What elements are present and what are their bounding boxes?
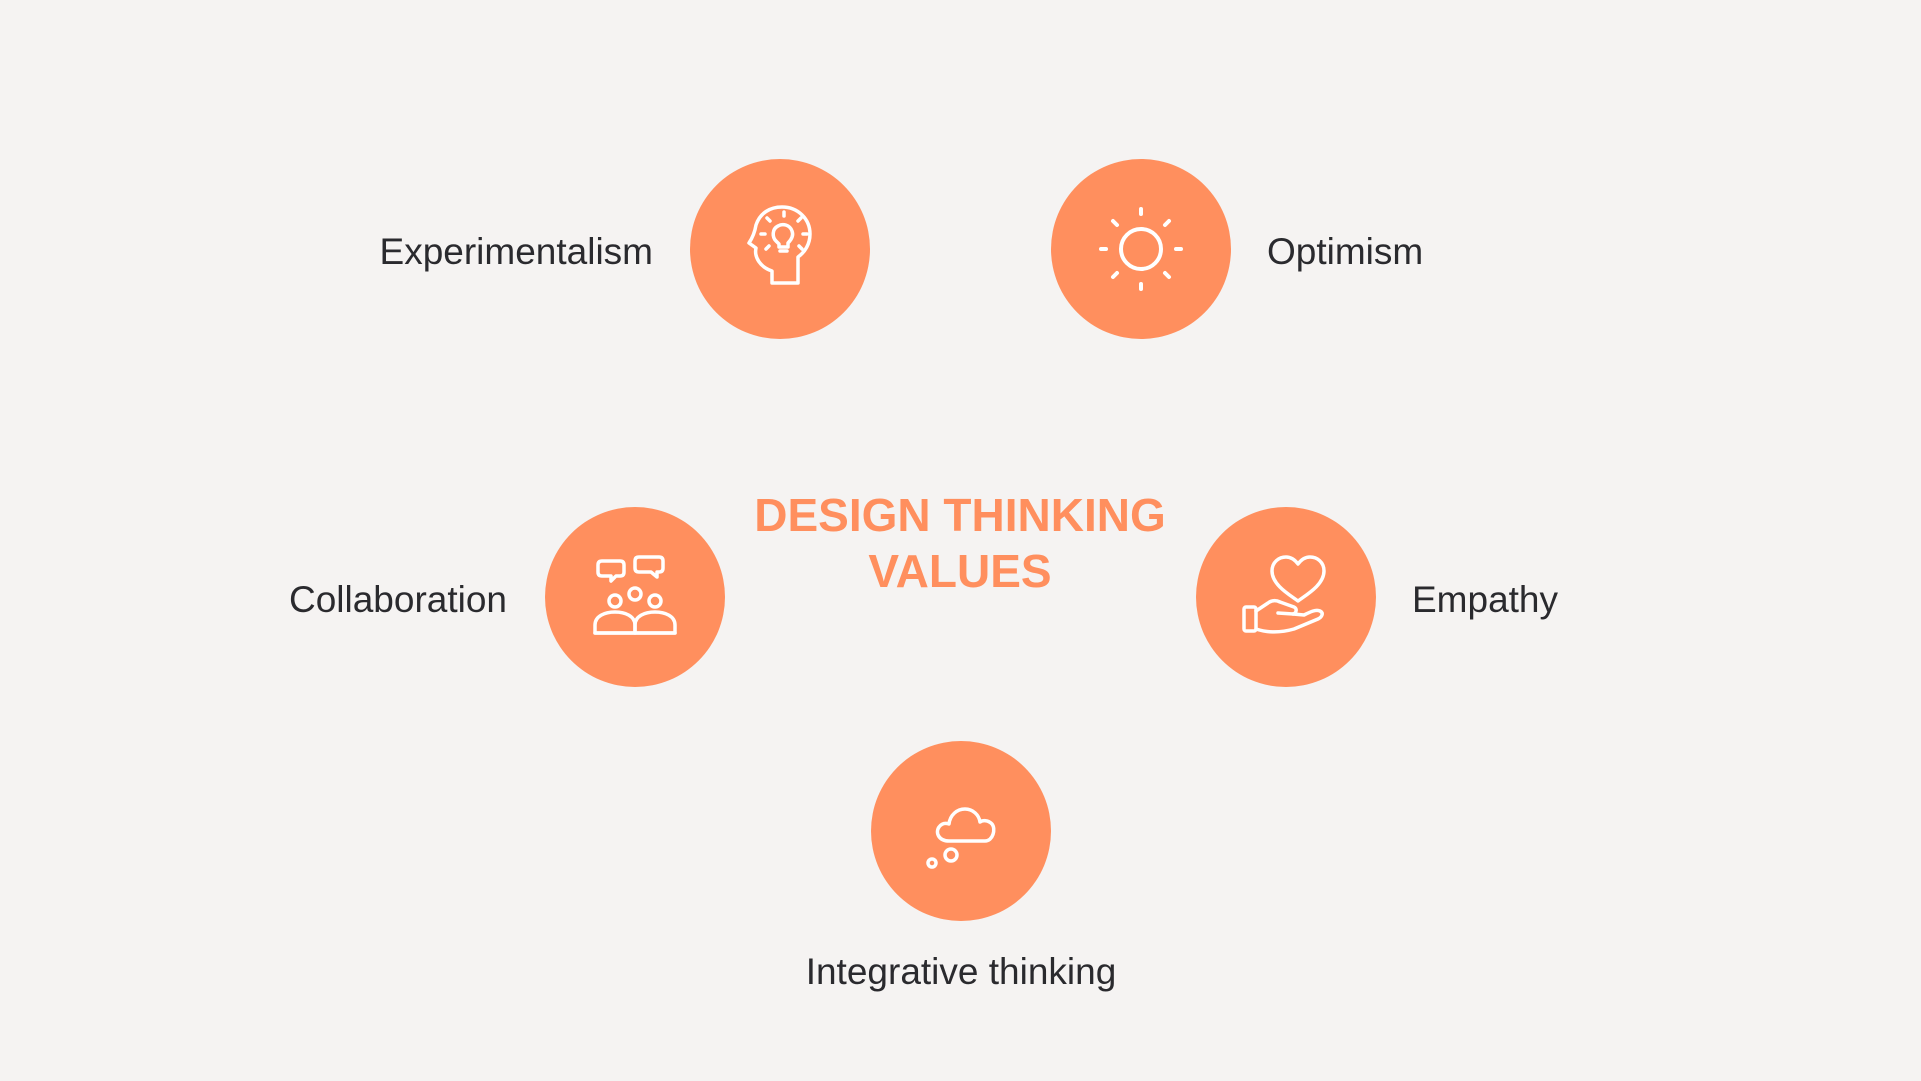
people-chat-icon (593, 555, 677, 635)
head-lightbulb-icon (747, 205, 812, 285)
thought-cloud-icon (926, 807, 996, 869)
value-label-collaboration: Collaboration (288, 579, 507, 620)
diagram-title: DESIGN THINKING VALUES (710, 487, 1210, 599)
value-circle-integrative-thinking (871, 741, 1051, 921)
value-label-optimism: Optimism (1267, 231, 1424, 272)
value-label-integrative-thinking: Integrative thinking (805, 951, 1117, 992)
diagram-title-line-1: DESIGN THINKING (754, 489, 1166, 541)
diagram-title-line-2: VALUES (868, 545, 1052, 597)
value-label-empathy: Empathy (1412, 579, 1559, 620)
value-circle-experimentalism (690, 159, 870, 339)
value-circle-optimism (1051, 159, 1231, 339)
sun-icon (1099, 207, 1183, 291)
value-label-experimentalism: Experimentalism (379, 231, 653, 272)
value-circle-collaboration (545, 507, 725, 687)
hand-heart-icon (1242, 555, 1326, 634)
value-circle-empathy (1196, 507, 1376, 687)
